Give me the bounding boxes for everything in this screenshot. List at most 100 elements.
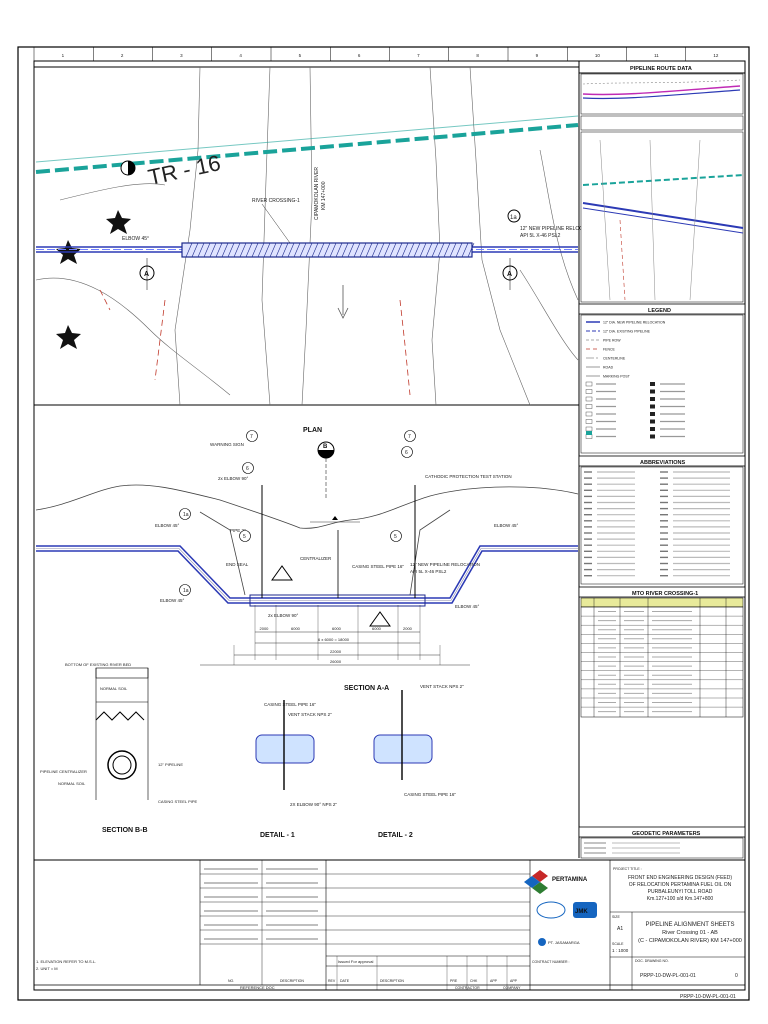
details-area: BOTTOM OF EXISTING RIVER BED NORMAL SOIL… [40,662,464,839]
right-panel: PIPELINE ROUTE DATA LEGEND 12" DIA. NEW … [578,60,746,859]
river-km-label: KM 147+000 [321,181,327,210]
drawing-no-label: DOC. DRAWING NO. [635,959,669,963]
revision-header: DESCRIPTION [380,979,404,983]
contractor-logo-text: JMK [575,909,588,915]
drawing-title-line: PIPELINE ALIGNMENT SHEETS [646,922,735,928]
revision-sub-company: COMPANY [503,986,521,990]
zone-number: 2 [121,53,124,58]
section-marker-a-left: A [144,271,149,278]
legend-title: LEGEND [648,308,671,314]
rev-number: 0 [735,973,738,979]
dimension-inner: 6 x 6000 = 18000 [318,637,350,642]
title-block: NO.DESCRIPTION 1. ELEVATION REFER TO M.S… [34,859,745,990]
dimension-outer: 22000 [330,649,342,654]
cp-station-label: CATHODIC PROTECTION TEST STATION [425,474,512,479]
zone-number: 12 [713,53,719,58]
legend-box: 12" DIA. NEW PIPELINE RELOCATION 12" DIA.… [580,314,744,454]
revision-header: PRE [450,979,458,983]
reference-doc-table: NO.DESCRIPTION [200,860,530,985]
scale-label: SCALE [612,942,624,946]
elbow45-lower-left: ELBOW 45° [160,598,185,603]
elbow45-right-label: ELBOW 45° [494,523,519,528]
pipe12-label: 12" PIPELINE [158,762,183,767]
abbreviations-list [580,466,744,585]
zone-number: 3 [180,53,183,58]
project-title-line: FRONT END ENGINEERING DESIGN (FEED) [628,875,732,881]
revision-header: DATE [340,979,350,983]
legend-item: MARKING POST [603,375,631,379]
revision-header: APP [510,979,518,983]
zone-number: 4 [239,53,242,58]
zone-number: 1 [62,53,65,58]
new-pipeline-label-2: API 5L X-46 PSL2 [410,569,447,574]
section-bb-title: SECTION B-B [102,827,148,834]
project-title-line: Km.127+100 s/d Km.147+800 [647,896,714,902]
abbreviations-title: ABBREVIATIONS [640,460,685,466]
reference-footer: REFERENCE DOC [240,985,275,990]
normal-soil-bb-label: NORMAL SOIL [58,781,86,786]
bottom-ref: PRPP-10-DW-PL-001-01 [680,994,736,1000]
zone-number: 11 [654,53,659,58]
dimension-value: 6000 [372,626,382,631]
note-1: 1. ELEVATION REFER TO M.S.L. [36,959,96,964]
warning-sign-label: WARNING SIGN [210,442,244,447]
legend-item: ROAD [603,366,614,370]
elbow-label-top: ELBOW 45° [122,236,149,242]
section-callout: 7 [250,434,253,440]
tr-marker: TR - 16 [146,150,223,190]
outer-border [17,46,750,1001]
legend-item: 12" DIA. NEW PIPELINE RELOCATION [603,321,666,325]
legend-item: 12" DIA. EXISTING PIPELINE [603,330,651,334]
section-callout: 6 [405,450,408,456]
section-callout: 5 [243,534,246,540]
river-name-label: CIPAMOKOLAN RIVER [314,167,320,220]
zone-number: 6 [358,53,361,58]
normal-soil-label: NORMAL SOIL [100,686,128,691]
drawing-title-line: River Crossing 01 - AB [662,930,718,936]
centralizer-label: CENTRALIZER [300,556,332,561]
elbow90-label: 2x ELBOW 90° [218,476,249,481]
material-table-title: MTO RIVER CROSSING-1 [632,591,698,597]
section-callout: 1a [183,512,189,518]
zone-number: 10 [595,53,601,58]
scale-value: 1 : 1000 [612,948,629,953]
revision-header: CHK [470,979,478,983]
material-table [580,598,744,718]
casing16-d2-label: CASING STEEL PIPE 16" [404,792,456,797]
dimension-value: 2000 [403,626,413,631]
project-title-line: PURBALEUNYI TOLL ROAD [648,889,713,895]
geodetic-title: GEODETIC PARAMETERS [632,831,701,837]
revision-sub-contractor: CONTRACTOR [455,986,480,990]
casing-bb-label: CASING STEEL PIPE [158,799,198,804]
top-plan-view: TR - 16 A A 1a RIVER CROSSING-1 ELBOW 45… [33,66,598,406]
rev-issued: Issued For approval [338,959,373,964]
contract-label: CONTRACT NUMBER : [532,960,569,964]
pipeline-route-title: PIPELINE ROUTE DATA [630,66,692,72]
bubble-1a-top: 1a [510,215,517,221]
vent-stack-d2-label: VENT STACK NPS 2" [420,684,464,689]
end-seal-label: END SEAL [226,562,249,567]
revision-header: REV [328,979,336,983]
pipe2-label: PIPE 2" [230,528,246,533]
section-callout: 5 [394,534,397,540]
section-callout: 6 [246,466,249,472]
pipe-callout-top: 12" NEW PIPELINE RELOCATION [520,226,598,232]
section-callout: 7 [408,434,411,440]
section-marker-a-right: A [507,271,512,278]
elbow90-nps-label: 2X ELBOW 90° NPS 2" [290,802,337,807]
ref-desc-header: DESCRIPTION [280,979,304,983]
legend-item: PIPE ROW [603,339,621,343]
river-crossing-label: RIVER CROSSING-1 [252,198,300,204]
contractor-name: PT. JASAMARGA [548,940,580,945]
size-label: SIZE [612,915,620,919]
pipe-callout-top-2: API 5L X-46 PSL2 [520,233,561,239]
zone-number: 9 [536,53,539,58]
legend-item: FENCE [603,348,616,352]
legend-item: CENTERLINE [603,357,626,361]
elbow45-left-label: ELBOW 45° [155,523,180,528]
elbow45-lower-right: ELBOW 45° [455,604,480,609]
